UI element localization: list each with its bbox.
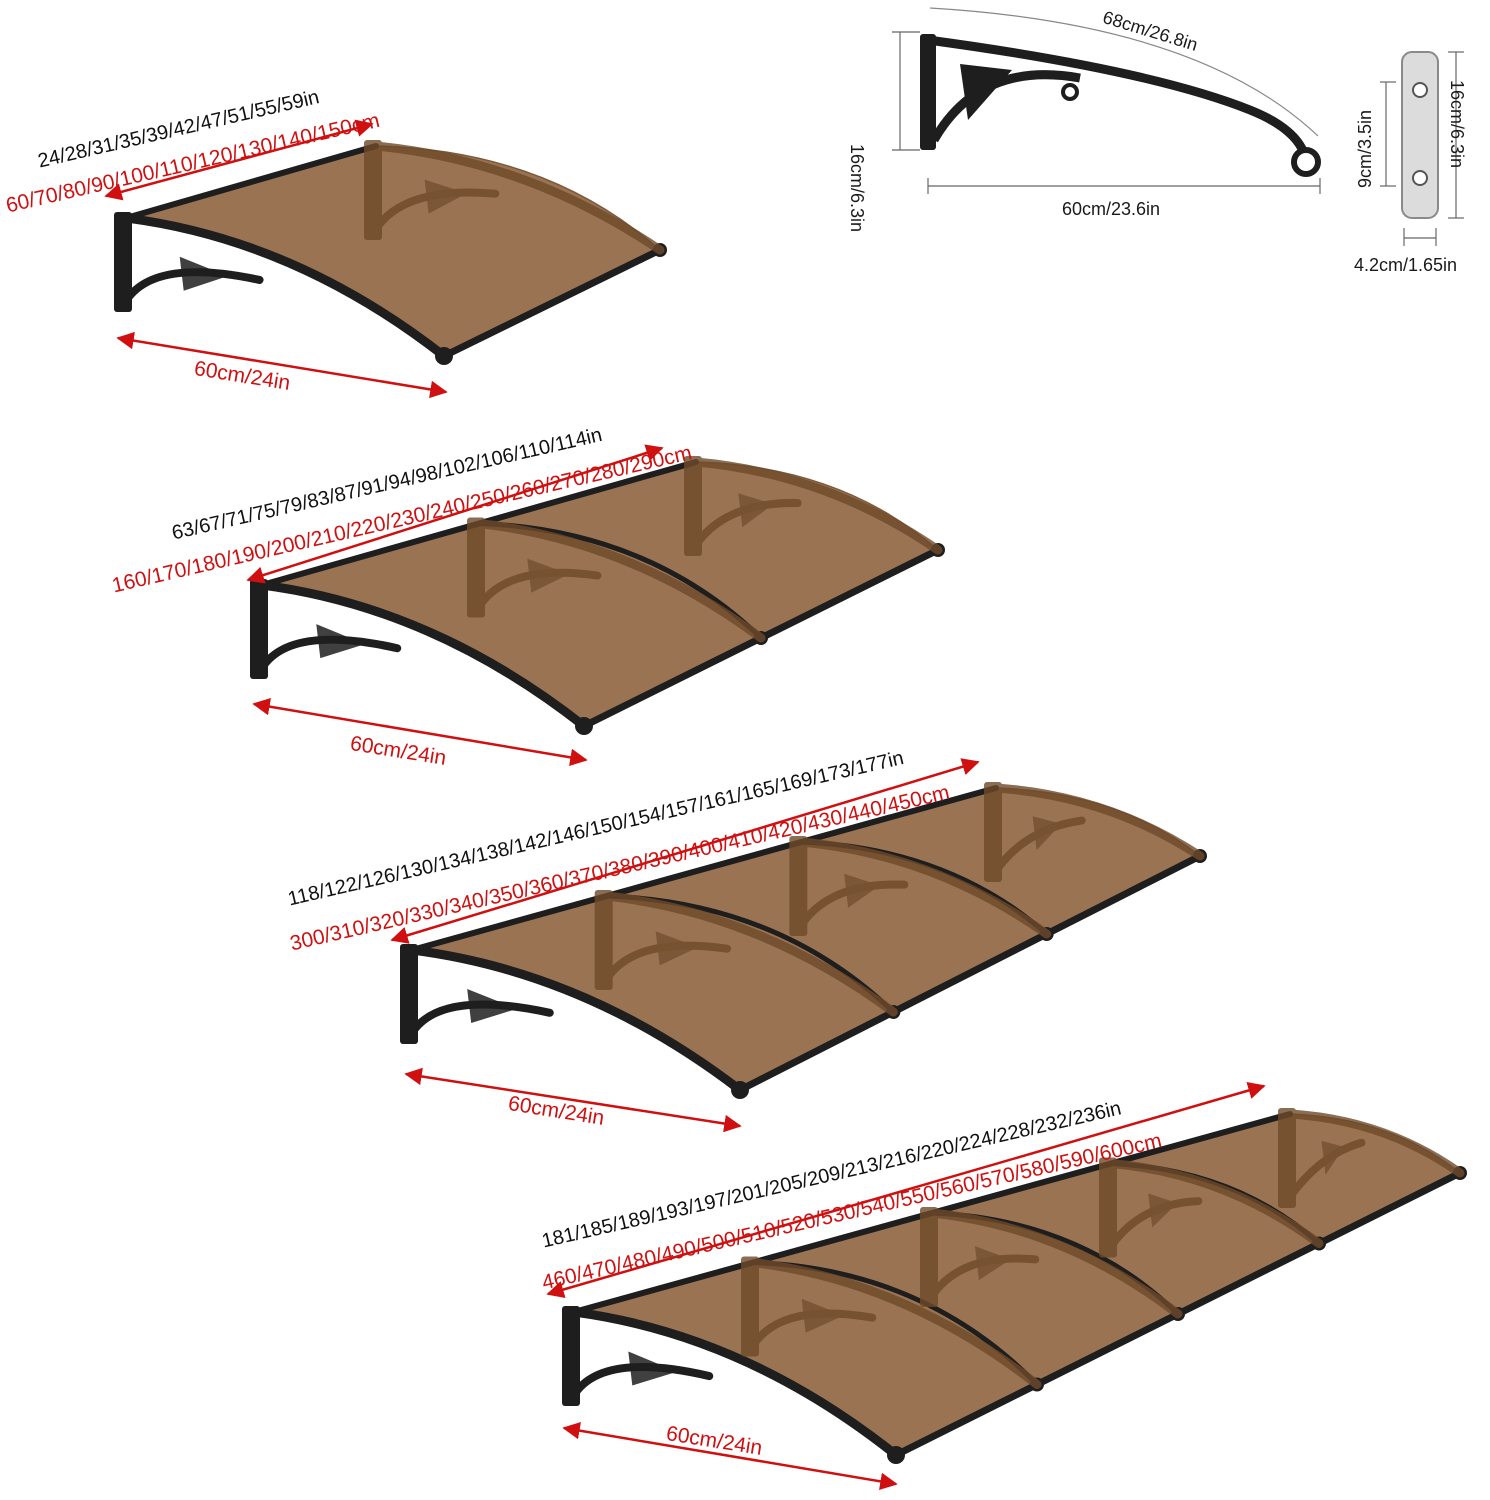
canopy-3-bracket-4-strut: [994, 816, 1086, 872]
canopy-3: [390, 758, 1207, 1133]
canopy-2-bracket-3-web: [738, 493, 774, 528]
canopy-2-bracket-3-plate: [684, 456, 702, 556]
canopy-4-depth-arrow: [562, 1421, 898, 1491]
canopy-3-bracket-1-plate: [400, 944, 418, 1044]
plate-detail: [1380, 51, 1464, 246]
bracket-arc-dim: [929, 7, 1319, 137]
bracket-detail-strut: [930, 70, 1081, 143]
canopy-4-bracket-1-strut: [572, 1363, 714, 1396]
canopy-2-panel: [261, 461, 940, 727]
canopy-2-bracket-1-arm: [257, 580, 589, 731]
bracket-detail: [892, 7, 1321, 194]
canopy-1-bracket-1: [114, 212, 449, 361]
canopy-1: [104, 119, 667, 399]
canopy-3-bracket-2-strut: [604, 941, 732, 980]
canopy-3-bracket-4-plate: [984, 782, 1002, 882]
canopy-4-bracket-5: [1278, 1108, 1465, 1208]
canopy-1-bracket-1-arm: [121, 213, 449, 361]
canopy-3-bracket-1-arm: [407, 945, 745, 1095]
canopy-2: [246, 444, 945, 767]
bracket-detail-web: [960, 64, 1012, 120]
bracket-depth-label: 60cm/23.6in: [1062, 199, 1161, 219]
canopy-1-bracket-2-strut: [374, 188, 500, 230]
canopy-2-bracket-1-web: [316, 624, 366, 659]
canopy-4-bracket-5-plate: [1278, 1108, 1296, 1208]
canopy-3-width-arrow: [390, 758, 980, 944]
canopy-1-bracket-2-web: [424, 179, 467, 214]
canopy-1-width-arrow: [104, 119, 374, 201]
canopy-2-width-arrow: [246, 444, 664, 584]
canopy-1-bracket-1-plate: [114, 212, 132, 312]
plate-height-label: 16cm/6.3in: [1447, 80, 1467, 169]
canopy-2-bracket-1-strut: [260, 635, 402, 669]
canopy-3-bracket-1-strut: [410, 1000, 554, 1034]
bracket-detail-plate: [920, 34, 936, 150]
canopy-1-bracket-1-strut: [124, 268, 264, 302]
canopy-4-width-arrow: [546, 1081, 1266, 1299]
canopy-4-bracket-5-arm: [1285, 1109, 1465, 1178]
canopy-3-bracket-4-web: [1032, 816, 1062, 851]
bracket-height-label: 16cm/6.3in: [847, 144, 867, 233]
canopy-4-bracket-2-strut: [751, 1309, 877, 1347]
canopy-3-bracket-1-web: [467, 989, 517, 1023]
bracket-detail-hole: [1061, 83, 1079, 101]
canopy-2-bracket-1-plate: [250, 579, 268, 679]
canopy-1-depth-arrow: [116, 331, 448, 399]
bracket-detail-arm: [923, 35, 1311, 165]
canopy-2-bracket-3-arm: [691, 457, 943, 555]
canopy-4: [546, 1081, 1467, 1491]
canopy-4-bracket-2-web: [801, 1298, 844, 1333]
plate-hole-top: [1412, 82, 1428, 98]
canopy-2-depth-arrow: [252, 697, 588, 767]
canopy-1-bracket-1-web: [179, 256, 228, 291]
canopy-3-bracket-4: [984, 782, 1205, 882]
plate-hole-spacing-label: 9cm/3.5in: [1355, 109, 1375, 188]
canopy-2-bracket-3-strut: [694, 498, 802, 546]
bracket-detail-end-ring: [1291, 147, 1321, 177]
canopy-3-bracket-4-arm: [991, 783, 1205, 861]
canopy-4-bracket-1-plate: [562, 1306, 580, 1406]
canopy-1-bracket-2-arm: [371, 141, 665, 255]
plate-hole-bottom: [1412, 170, 1428, 186]
canopy-2-bracket-1: [250, 579, 589, 731]
canopy-3-front-rail: [736, 852, 1204, 1094]
plate-body: [1401, 51, 1439, 219]
canopy-4-bracket-1-web: [628, 1351, 678, 1386]
canopy-4-bracket-5-web: [1321, 1140, 1345, 1175]
canopy-1-front-rail: [440, 246, 664, 360]
canopy-3-bracket-1: [400, 944, 745, 1095]
canopy-2-bracket-3: [684, 456, 943, 556]
plate-width-label: 4.2cm/1.65in: [1354, 255, 1458, 275]
